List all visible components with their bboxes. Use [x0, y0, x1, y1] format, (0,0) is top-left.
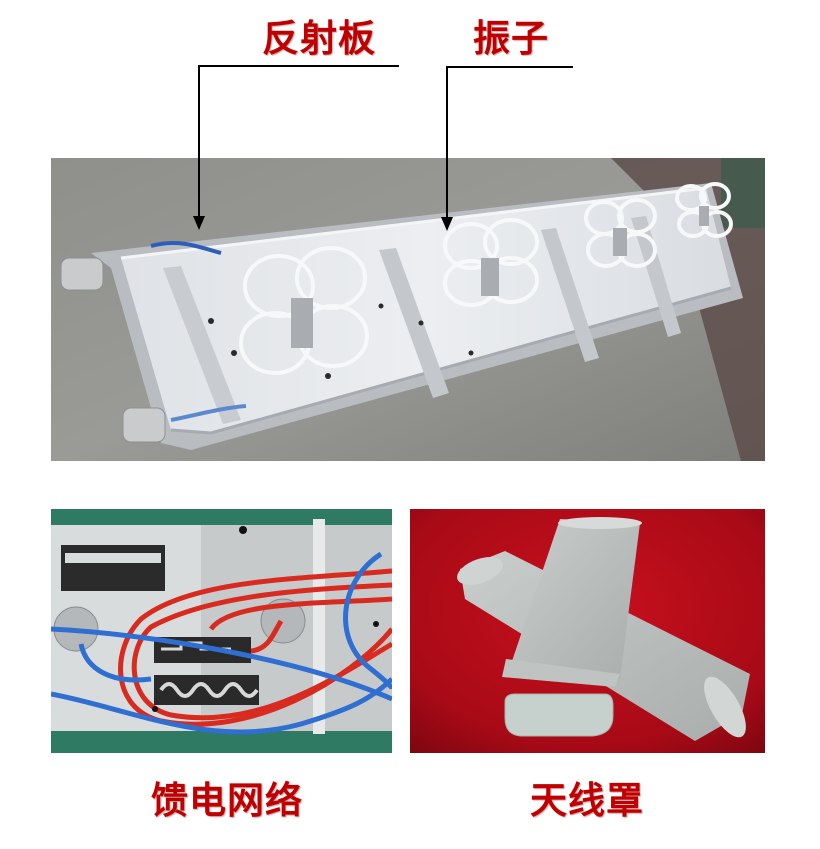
feed-network-caption: 馈电网络 [151, 779, 303, 822]
dipole-arrowhead-icon [441, 217, 453, 231]
dipole-callout-line-vertical [446, 66, 448, 218]
feed-network-image [51, 509, 392, 753]
radome-image [410, 509, 765, 753]
radome-photo [410, 509, 765, 753]
feed-network-photo [51, 509, 392, 753]
reflector-callout-line-vertical [198, 65, 200, 217]
reflector-callout-line-horizontal [198, 65, 399, 67]
dipole-label: 振子 [473, 17, 549, 60]
antenna-panel-photo [51, 158, 765, 461]
antenna-panel-image [51, 158, 765, 461]
reflector-arrowhead-icon [193, 216, 205, 230]
dipole-callout-line-horizontal [446, 66, 573, 68]
radome-caption: 天线罩 [530, 779, 644, 822]
reflector-label: 反射板 [262, 17, 376, 60]
